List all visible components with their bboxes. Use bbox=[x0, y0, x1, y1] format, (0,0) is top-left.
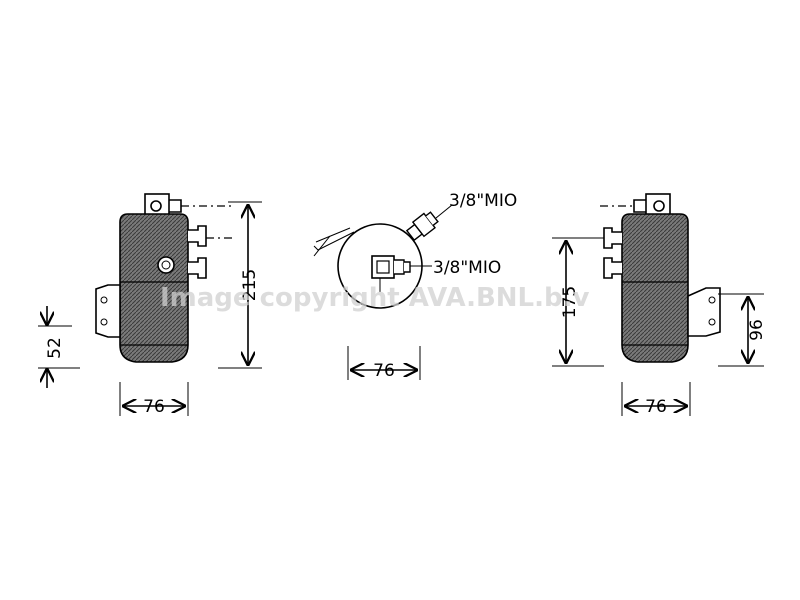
bracket-hole bbox=[708, 318, 716, 326]
upper-port-fitting bbox=[405, 211, 439, 242]
width-dimension-label: 76 bbox=[645, 397, 667, 417]
leader-line bbox=[435, 204, 453, 219]
top-valve-fitting bbox=[169, 199, 182, 213]
top-dryer-view: 3/8"MIO 3/8"MIO 76 bbox=[313, 191, 517, 381]
top-valve-fitting bbox=[633, 199, 646, 213]
height-dimension-label: 175 bbox=[560, 286, 580, 318]
bracket-hole bbox=[100, 296, 108, 304]
bracket-edge bbox=[313, 227, 355, 251]
width-dimension-label: 76 bbox=[143, 397, 165, 417]
right-dryer-view: 175 96 76 bbox=[552, 193, 767, 417]
left-dryer-view: 215 52 76 bbox=[38, 193, 262, 417]
bracket-dimension-label: 96 bbox=[747, 319, 767, 341]
width-dimension-label: 76 bbox=[373, 361, 395, 381]
upper-port-fitting bbox=[603, 227, 622, 249]
center-port-icon bbox=[376, 260, 390, 274]
height-dimension-label: 215 bbox=[240, 269, 260, 301]
dryer-body bbox=[621, 213, 689, 363]
sight-glass-icon bbox=[157, 256, 175, 274]
bracket-edge bbox=[313, 235, 331, 257]
mounting-bracket bbox=[95, 284, 121, 338]
lower-port-fitting bbox=[188, 257, 207, 279]
valve-cap-icon bbox=[653, 200, 665, 212]
mounting-bracket bbox=[687, 287, 721, 337]
lower-port-label: 3/8"MIO bbox=[433, 258, 501, 278]
bracket-hole bbox=[100, 318, 108, 326]
upper-port-label: 3/8"MIO bbox=[449, 191, 517, 211]
sight-glass-inner bbox=[161, 260, 171, 270]
bracket-dimension-label: 52 bbox=[45, 337, 65, 359]
copyright-watermark: Image copyright AVA.BNL.b.v bbox=[160, 283, 589, 313]
lower-port-fitting bbox=[603, 257, 622, 279]
center-port-fitting bbox=[394, 259, 405, 275]
center-port-fitting bbox=[404, 261, 411, 273]
upper-port-fitting bbox=[188, 225, 207, 247]
bracket-hole bbox=[708, 296, 716, 304]
valve-cap-icon bbox=[150, 200, 162, 212]
